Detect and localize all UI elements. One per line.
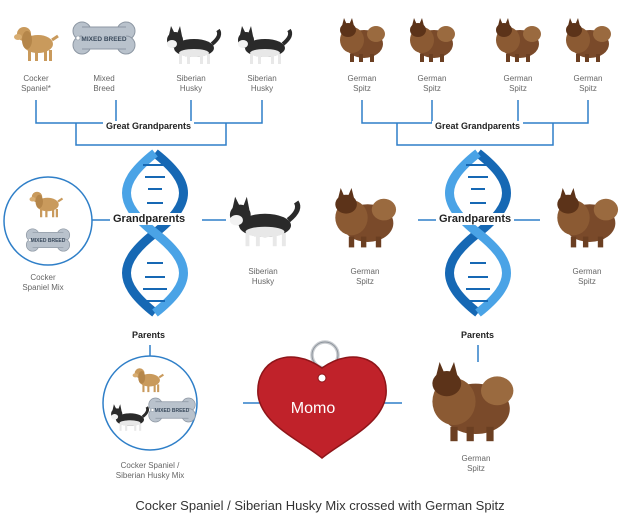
parent-label: Cocker Spaniel / Siberian Husky Mix — [115, 461, 185, 480]
heart-tag-icon — [257, 340, 387, 459]
german-spitz-icon — [410, 18, 455, 62]
great-grandparent-label: Siberian Husky — [176, 74, 206, 93]
cocker-spaniel-mix-icon: MIXED BREED — [3, 176, 93, 266]
great-grandparent-label: German Spitz — [417, 74, 447, 93]
parent-label: German Spitz — [461, 454, 491, 473]
parents-heading: Parents — [129, 330, 169, 340]
mixed-breed-tag-text: MIXED BREED — [81, 36, 126, 43]
cocker-spaniel-husky-mix-icon: MIXED BREED — [102, 355, 198, 451]
mixed-breed-tag-text: MIXED BREED — [155, 408, 190, 414]
german-spitz-icon — [340, 18, 385, 62]
siberian-husky-icon — [236, 24, 293, 66]
german-spitz-icon — [566, 18, 611, 62]
grandparent-label: Cocker Spaniel Mix — [22, 273, 64, 292]
siberian-husky-icon — [165, 24, 222, 66]
grandparent-label: German Spitz — [572, 267, 602, 286]
grandparents-heading: Grandparents — [110, 213, 189, 225]
figure-caption: Cocker Spaniel / Siberian Husky Mix cros… — [135, 498, 505, 513]
great-grandparent-label: Mixed Breed — [93, 74, 115, 93]
great-grandparent-label: Cocker Spaniel* — [21, 74, 51, 93]
grandparent-label: Siberian Husky — [248, 267, 278, 286]
german-spitz-icon — [432, 362, 514, 442]
grandparents-heading: Grandparents — [436, 213, 515, 225]
german-spitz-icon — [335, 188, 397, 248]
mixed-breed-tag-text: MIXED BREED — [31, 238, 66, 244]
parents-heading: Parents — [458, 330, 498, 340]
cocker-spaniel-icon — [12, 25, 60, 63]
great-grandparent-label: Siberian Husky — [247, 74, 277, 93]
great-grandparent-label: German Spitz — [573, 74, 603, 93]
german-spitz-icon — [496, 18, 541, 62]
great-grandparent-label: German Spitz — [347, 74, 377, 93]
grandparent-label: German Spitz — [350, 267, 380, 286]
great-grandparent-label: German Spitz — [503, 74, 533, 93]
siberian-husky-icon — [230, 197, 298, 246]
great-grandparents-heading: Great Grandparents — [103, 121, 195, 131]
pet-name: Momo — [290, 400, 336, 417]
great-grandparents-heading: Great Grandparents — [432, 121, 524, 131]
german-spitz-icon — [557, 188, 619, 248]
mixed-breed-tag-icon: MIXED BREED — [72, 21, 136, 55]
